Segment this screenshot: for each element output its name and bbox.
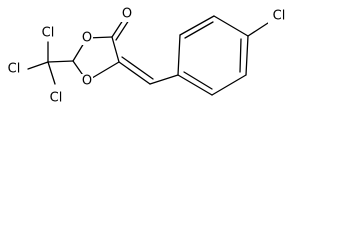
benzene-bond-2 (179, 15, 215, 36)
benzene-bond-1 (177, 34, 181, 76)
bond-ccl3-cl-bottom (47, 61, 56, 85)
bond-c4-c5 (111, 36, 120, 63)
oxygen-carbonyl-label: O (122, 7, 132, 22)
chlorine-bottom-label: Cl (50, 91, 63, 106)
bond-exocyclic-double-2 (121, 56, 154, 80)
bond-aryl-cl (247, 22, 269, 37)
benzene-inner-bond-1 (184, 21, 214, 39)
chlorine-para-label: Cl (273, 9, 286, 24)
oxygen-ring-bottom-label: O (82, 74, 92, 89)
benzene-bond-4 (245, 35, 249, 76)
benzene-inner-bond-3 (183, 71, 213, 90)
chlorine-top-label: Cl (42, 26, 55, 41)
bond-exocyclic-double-1 (118, 61, 151, 85)
benzene-bond-5 (211, 74, 247, 96)
bond-ch-aryl (149, 74, 179, 85)
bond-carbonyl-2 (115, 19, 130, 41)
chlorine-left-label: Cl (8, 62, 21, 77)
bond-ccl3-cl-left (27, 61, 49, 70)
chemical-structure: O O O Cl Cl Cl Cl (3, 7, 290, 106)
benzene-bond-6 (177, 74, 213, 96)
benzene-bond-3 (213, 15, 249, 37)
oxygen-ring-top-label: O (82, 31, 92, 46)
benzene-inner-bond-2 (239, 38, 242, 73)
bond-ccl3-c2 (47, 60, 74, 63)
